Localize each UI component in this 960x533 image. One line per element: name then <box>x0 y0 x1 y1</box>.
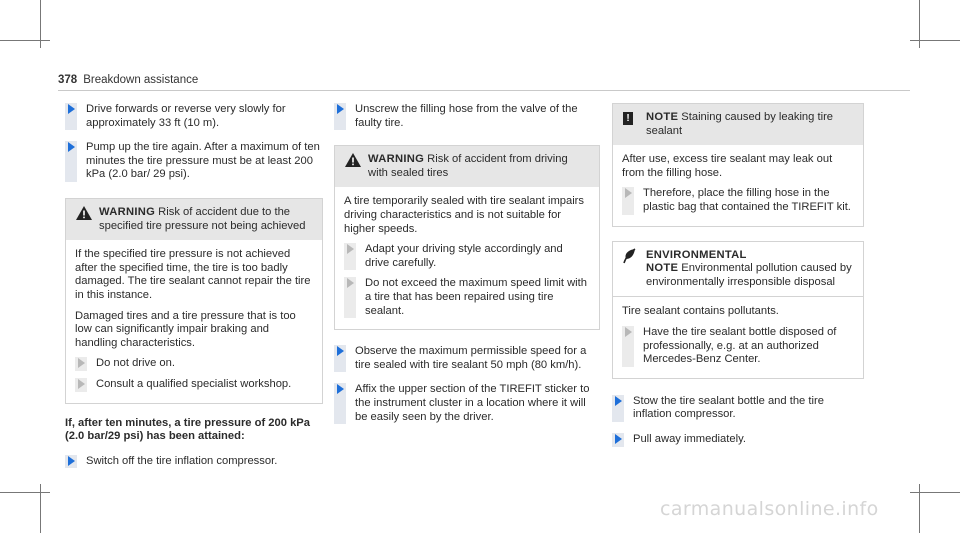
arrow-icon <box>68 142 75 153</box>
environmental-note-body: Tire sealant contains pollutants. Have t… <box>613 296 863 377</box>
crop-mark <box>0 40 50 41</box>
warning-body: A tire temporarily sealed with tire seal… <box>335 187 599 329</box>
step: Unscrew the filling hose from the valve … <box>334 103 600 131</box>
environment-leaf-icon <box>623 247 636 263</box>
arrow-icon <box>615 433 622 444</box>
arrow-icon <box>337 346 344 357</box>
section-heading: If, after ten minutes, a tire pressure o… <box>65 416 310 443</box>
header-divider <box>58 90 910 91</box>
crop-mark <box>919 0 920 48</box>
step: Therefore, place the filling hose in the… <box>622 187 854 215</box>
warning-label: WARNING <box>99 205 156 218</box>
crop-mark <box>910 492 960 493</box>
step: Have the tire sealant bottle disposed of… <box>622 325 854 367</box>
step: Observe the maximum permissible speed fo… <box>334 345 600 373</box>
step: Consult a qualified specialist workshop. <box>75 377 313 392</box>
warning-text: A tire temporarily sealed with tire seal… <box>344 195 585 235</box>
column-2: Unscrew the filling hose from the valve … <box>334 103 600 435</box>
warning-title: Risk of accident due to the specified ti… <box>99 205 306 232</box>
step: Adapt your driving style accordingly and… <box>344 243 590 271</box>
step: Drive forwards or reverse very slowly fo… <box>65 103 323 131</box>
arrow-icon <box>625 188 632 199</box>
environmental-note-label: ENVIRONMENTAL NOTE <box>646 248 747 275</box>
arrow-icon <box>68 104 75 114</box>
warning-label: WARNING <box>368 153 425 166</box>
page-header: 378 Breakdown assistance <box>58 74 198 88</box>
crop-mark <box>40 0 41 48</box>
step: Pull away immediately. <box>612 432 864 447</box>
warning-text: Damaged tires and a tire pressure that i… <box>75 309 296 349</box>
arrow-icon <box>78 358 85 369</box>
column-1: Drive forwards or reverse very slowly fo… <box>65 103 323 479</box>
note-text: After use, excess tire sealant may leak … <box>622 153 833 179</box>
arrow-icon <box>337 384 344 395</box>
watermark: carmanualsonline.info <box>660 498 879 520</box>
crop-mark <box>910 40 960 41</box>
step: Pump up the tire again. After a maximum … <box>65 141 323 182</box>
note-label: NOTE <box>646 111 679 123</box>
crop-mark <box>919 484 920 533</box>
step: Switch off the tire inflation compressor… <box>65 454 323 469</box>
arrow-icon <box>78 378 85 389</box>
warning-text: If the specified tire pressure is not ac… <box>75 248 311 301</box>
step: Stow the tire sealant bottle and the tir… <box>612 394 864 423</box>
step: Affix the upper section of the TIREFIT s… <box>334 383 600 424</box>
crop-mark <box>40 484 41 533</box>
crop-mark <box>0 492 50 493</box>
warning-triangle-icon <box>345 153 361 168</box>
arrow-icon <box>625 326 632 337</box>
step: Do not drive on. <box>75 357 313 371</box>
page-number: 378 <box>58 74 78 86</box>
section-title: Breakdown assistance <box>83 74 199 86</box>
arrow-icon <box>68 455 75 466</box>
warning-triangle-icon <box>76 205 92 220</box>
note-title: Staining caused by leaking tire sealant <box>646 111 834 137</box>
environmental-note-text: Tire sealant contains pollutants. <box>622 305 779 318</box>
arrow-icon <box>347 278 354 289</box>
note-body: After use, excess tire sealant may leak … <box>613 145 863 225</box>
arrow-icon <box>615 395 622 406</box>
arrow-icon <box>337 104 344 114</box>
step: Do not exceed the maximum speed limit wi… <box>344 277 590 318</box>
arrow-icon <box>347 244 354 255</box>
warning-body: If the specified tire pressure is not ac… <box>66 240 322 402</box>
notice-icon: ! <box>623 112 633 125</box>
environmental-note-title: Environmental pollution caused by enviro… <box>646 262 852 288</box>
warning-title: Risk of accident from driving with seale… <box>368 153 568 179</box>
